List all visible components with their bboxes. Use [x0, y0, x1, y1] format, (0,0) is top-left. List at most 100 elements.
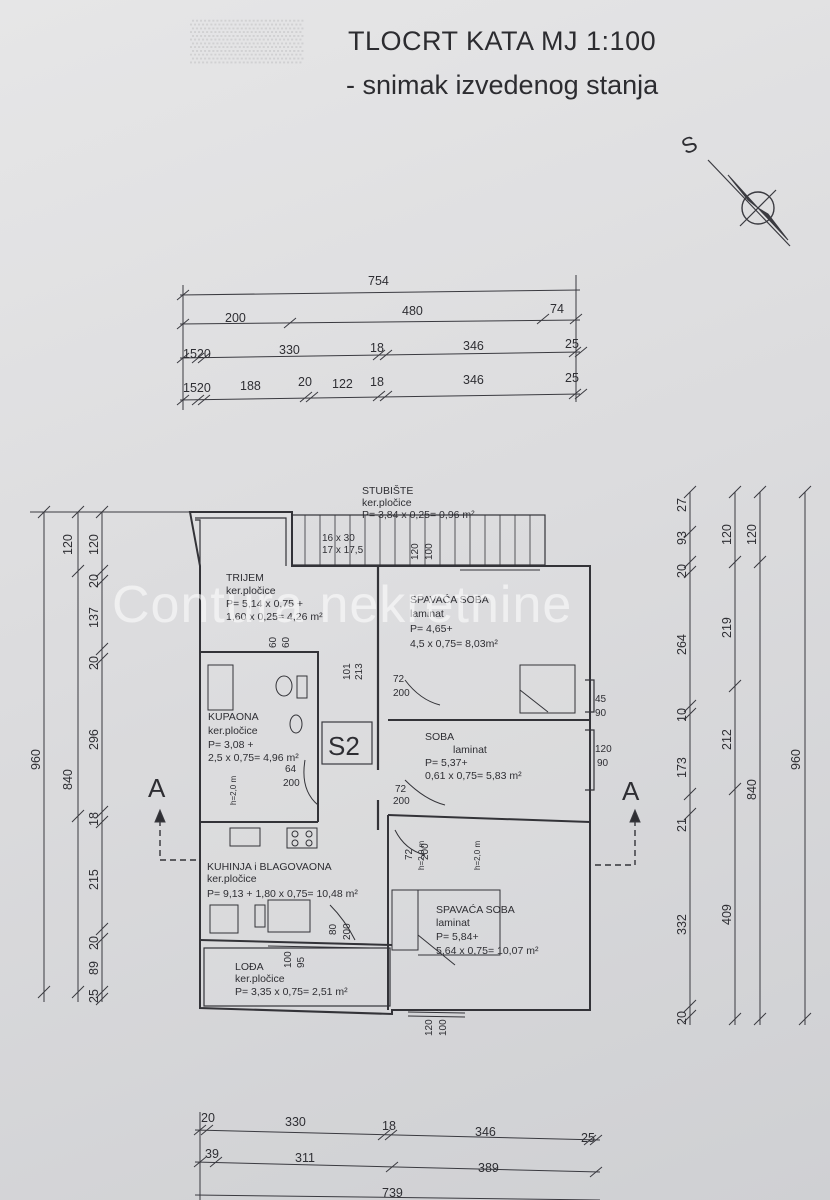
svg-text:89: 89: [87, 961, 101, 975]
room-labels: STUBIŠTE ker.pločice P= 3,84 x 0,25= 0,9…: [207, 484, 539, 998]
svg-text:346: 346: [463, 373, 484, 387]
svg-text:120: 120: [745, 524, 759, 545]
watermark-text: Contura nekretnine: [112, 576, 573, 634]
svg-text:215: 215: [87, 869, 101, 890]
svg-text:20: 20: [87, 936, 101, 950]
svg-text:90: 90: [595, 708, 607, 719]
svg-text:20: 20: [87, 574, 101, 588]
svg-text:P= 3,84 x 0,25= 0,96 m²: P= 3,84 x 0,25= 0,96 m²: [362, 509, 475, 521]
svg-text:346: 346: [475, 1125, 496, 1139]
svg-text:1520: 1520: [183, 347, 211, 361]
svg-text:2,5 x 0,75= 4,96 m²: 2,5 x 0,75= 4,96 m²: [208, 752, 299, 764]
left-dimension-lines: [30, 505, 200, 1006]
room-name-trijem: TRIJEM: [226, 572, 264, 584]
svg-text:219: 219: [720, 617, 734, 638]
north-arrow-icon: [707, 159, 791, 247]
svg-text:188: 188: [240, 379, 261, 393]
room-name-kuhinja: KUHINJA i BLAGOVAONA: [207, 861, 332, 873]
svg-text:20: 20: [675, 1011, 689, 1025]
svg-text:17 x 17,5: 17 x 17,5: [322, 545, 364, 556]
svg-text:346: 346: [463, 339, 484, 353]
svg-text:20: 20: [298, 375, 312, 389]
svg-text:ker.pločice: ker.pločice: [235, 973, 285, 985]
svg-text:18: 18: [370, 375, 384, 389]
svg-text:20: 20: [675, 564, 689, 578]
svg-text:P= 3,08 +: P= 3,08 +: [208, 739, 254, 751]
svg-text:72: 72: [404, 848, 415, 860]
svg-text:25: 25: [565, 337, 579, 351]
svg-text:h=2,0 m: h=2,0 m: [417, 841, 426, 870]
section-marker-right: A: [622, 776, 640, 806]
svg-text:25: 25: [87, 989, 101, 1003]
svg-text:100: 100: [424, 543, 435, 560]
svg-text:409: 409: [720, 904, 734, 925]
svg-text:27: 27: [675, 498, 689, 512]
top-dimension-lines: [176, 275, 588, 410]
section-marker-left: A: [148, 773, 166, 803]
svg-text:39: 39: [205, 1147, 219, 1161]
svg-text:389: 389: [478, 1161, 499, 1175]
svg-text:120: 120: [424, 1019, 435, 1036]
svg-text:212: 212: [720, 729, 734, 750]
svg-text:120: 120: [61, 534, 75, 555]
svg-text:100: 100: [438, 1019, 449, 1036]
svg-text:72: 72: [395, 784, 407, 795]
svg-text:16 x 30: 16 x 30: [322, 533, 355, 544]
right-dimension-text: 27 93 20 264 10 173 21 332 20 120 219 21…: [675, 498, 803, 1025]
room-name-loda: LOĐA: [235, 961, 264, 973]
svg-text:5,64 x 0,75= 10,07 m²: 5,64 x 0,75= 10,07 m²: [436, 945, 539, 957]
svg-text:120: 120: [720, 524, 734, 545]
svg-text:P= 9,13 + 1,80 x 0,75= 10,48 m: P= 9,13 + 1,80 x 0,75= 10,48 m²: [207, 888, 358, 900]
svg-text:80: 80: [328, 923, 339, 935]
svg-text:739: 739: [382, 1186, 403, 1200]
svg-text:10: 10: [675, 708, 689, 722]
top-dimension-text: 754 200 480 74 1520 330 18 346 25 1520 1…: [183, 274, 579, 395]
svg-text:72: 72: [393, 674, 405, 685]
room-name-spavaca-soba-2: SPAVAĆA SOBA: [436, 903, 515, 916]
left-dimension-text: 960 120 840 120 20 137 20 296 18 215 20 …: [29, 534, 101, 1003]
building-walls: [159, 511, 636, 1018]
svg-text:95: 95: [296, 956, 307, 968]
svg-text:h=2,0 m: h=2,0 m: [229, 776, 238, 805]
svg-text:200: 200: [393, 688, 410, 699]
svg-text:840: 840: [61, 769, 75, 790]
svg-text:90: 90: [597, 758, 609, 769]
svg-text:480: 480: [402, 304, 423, 318]
opening-annotations: 16 x 30 17 x 17,5 120 100 60 60 101 213 …: [229, 533, 612, 1036]
svg-text:330: 330: [279, 343, 300, 357]
right-dimension-lines: [683, 485, 812, 1026]
svg-text:20: 20: [201, 1111, 215, 1125]
svg-text:ker.pločice: ker.pločice: [362, 497, 412, 509]
svg-text:74: 74: [550, 302, 564, 316]
svg-text:21: 21: [675, 818, 689, 832]
svg-text:120: 120: [87, 534, 101, 555]
room-name-kupaona: KUPAONA: [208, 711, 259, 723]
svg-text:laminat: laminat: [453, 744, 487, 756]
svg-text:ker.pločice: ker.pločice: [208, 725, 258, 737]
svg-text:64: 64: [285, 764, 297, 775]
svg-text:173: 173: [675, 757, 689, 778]
bottom-dimension-lines: [193, 1112, 603, 1200]
svg-text:ker.pločice: ker.pločice: [207, 873, 257, 885]
svg-text:4,5 x 0,75= 8,03m²: 4,5 x 0,75= 8,03m²: [410, 638, 498, 650]
svg-text:20: 20: [87, 656, 101, 670]
room-name-soba: SOBA: [425, 731, 454, 743]
room-name-spavaca-soba-1: SPAVAĆA SOBA: [410, 593, 489, 606]
svg-text:P= 4,65+: P= 4,65+: [410, 623, 453, 635]
svg-text:18: 18: [370, 341, 384, 355]
svg-text:60: 60: [281, 636, 292, 648]
svg-text:100: 100: [283, 951, 294, 968]
svg-text:1520: 1520: [183, 381, 211, 395]
svg-text:296: 296: [87, 729, 101, 750]
svg-text:137: 137: [87, 607, 101, 628]
svg-text:P= 5,14 x 0,75 +: P= 5,14 x 0,75 +: [226, 598, 303, 610]
svg-text:0,61 x 0,75= 5,83 m²: 0,61 x 0,75= 5,83 m²: [425, 770, 522, 782]
faint-background-text: ▒▒▒▒: [190, 18, 304, 62]
svg-text:960: 960: [789, 749, 803, 770]
svg-text:120: 120: [410, 543, 421, 560]
svg-text:332: 332: [675, 914, 689, 935]
section-arrow-left-icon: [154, 808, 166, 823]
svg-text:18: 18: [87, 812, 101, 826]
svg-text:45: 45: [595, 694, 607, 705]
